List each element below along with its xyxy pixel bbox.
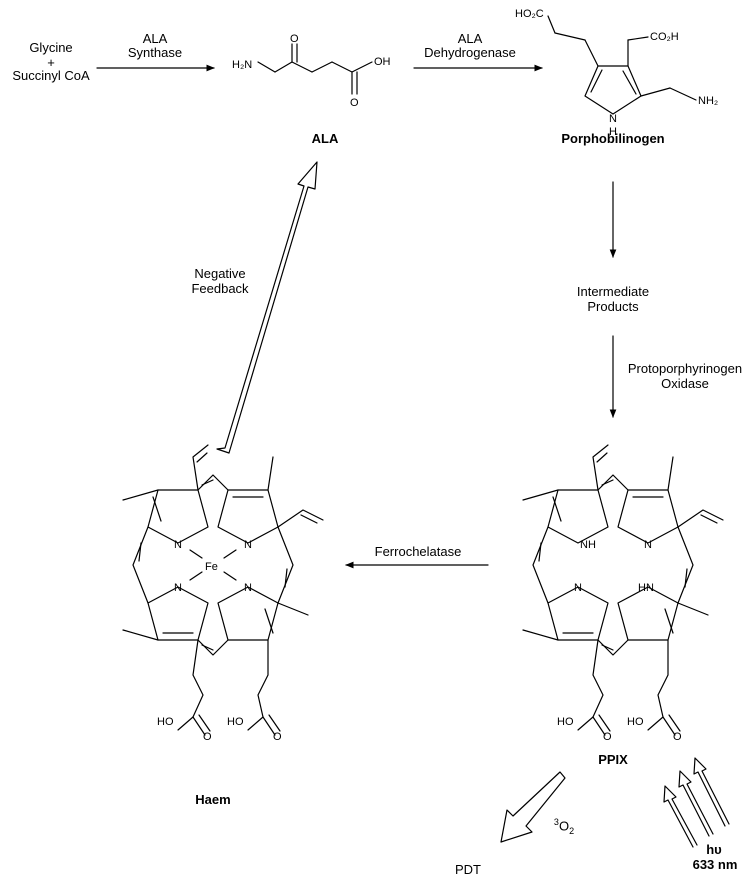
pdt-arrow (500, 771, 566, 843)
label-glycine: Glycine (29, 40, 73, 55)
haem-structure (122, 444, 324, 736)
atom-oh: OH (374, 56, 391, 68)
ala-structure (257, 43, 373, 95)
compound-porphobilinogen: Porphobilinogen (561, 131, 665, 146)
compound-haem: Haem (195, 792, 231, 807)
negative-feedback-arrow (216, 161, 318, 454)
oxygen-symbol: O (558, 818, 570, 834)
atom-haem-n4: N (244, 582, 252, 594)
light-arrows (663, 757, 730, 848)
oxygen-superscript: 3 (553, 817, 559, 827)
label-ala-dehydrogenase-1: ALA (457, 31, 483, 46)
haem-iron-bonds (189, 549, 237, 581)
atom-ppix-hn: HN (638, 582, 654, 594)
label-negative-feedback-2: Feedback (191, 281, 249, 296)
atom-ketone-o: O (290, 33, 299, 45)
compound-ppix: PPIX (598, 752, 628, 767)
ppix-structure (522, 444, 724, 736)
label-protox-2: Oxidase (661, 376, 709, 391)
atom-ppix-n2: N (574, 582, 582, 594)
atom-ppix-n1: N (644, 539, 652, 551)
atom-ppix-ho1: HO (557, 716, 574, 728)
atom-haem-ho2: HO (227, 716, 244, 728)
atom-pbg-h: H (609, 126, 617, 138)
atom-haem-n3: N (174, 582, 182, 594)
label-intermediate-1: Intermediate (576, 284, 650, 299)
oxygen-subscript: 2 (569, 825, 575, 836)
label-light-symbol: hυ (706, 842, 722, 857)
compound-ala: ALA (311, 131, 339, 146)
label-pdt: PDT (455, 862, 481, 877)
atom-ppix-ho2: HO (627, 716, 644, 728)
atom-ppix-o2: O (673, 731, 682, 743)
atom-co2h: CO₂H (650, 31, 679, 43)
label-plus: + (47, 55, 55, 70)
atom-haem-n2: N (244, 539, 252, 551)
porphobilinogen-structure (547, 15, 697, 115)
atom-haem-o2: O (273, 731, 282, 743)
atom-ho2c: HO₂C (515, 8, 544, 20)
atom-h2n: H₂N (232, 59, 252, 71)
atom-haem-n1: N (174, 539, 182, 551)
label-protox-1: Protoporphyrinogen (627, 361, 743, 376)
label-intermediate-2: Products (587, 299, 639, 314)
label-ala-synthase-1: ALA (142, 31, 168, 46)
atom-pbg-n: N (609, 113, 617, 125)
label-ferrochelatase: Ferrochelatase (374, 544, 462, 559)
label-triplet-oxygen: 3O2 (544, 815, 584, 839)
label-negative-feedback-1: Negative (194, 266, 246, 281)
atom-ppix-o1: O (603, 731, 612, 743)
atom-haem-o1: O (203, 731, 212, 743)
label-light-wavelength: 633 nm (692, 857, 738, 872)
atom-acid-o: O (350, 97, 359, 109)
atom-ppix-nh: NH (580, 539, 596, 551)
atom-haem-ho1: HO (157, 716, 174, 728)
label-ala-synthase-2: Synthase (127, 45, 183, 60)
label-ala-dehydrogenase-2: Dehydrogenase (424, 45, 516, 60)
atom-fe: Fe (205, 561, 218, 573)
atom-nh2: NH₂ (698, 95, 718, 107)
atom-labels: H₂N O OH O HO₂C CO₂H NH₂ N H N N N N Fe … (157, 8, 718, 743)
label-succinyl-coa: Succinyl CoA (12, 68, 90, 83)
